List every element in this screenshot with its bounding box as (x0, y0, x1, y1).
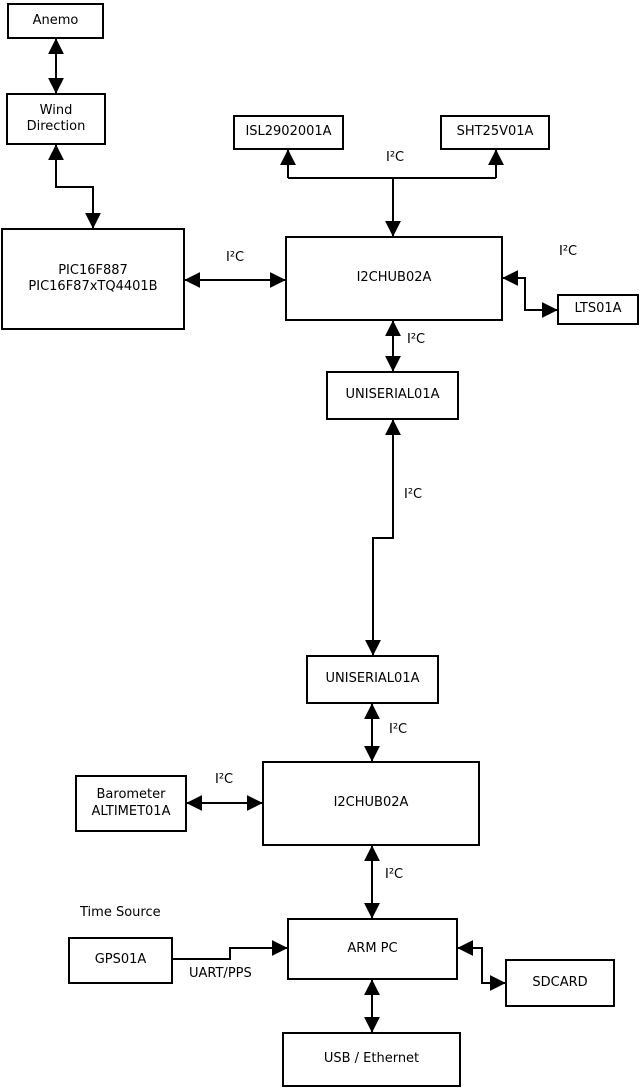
edge-uniserial1-uniserial2 (365, 419, 401, 656)
node-i2chub02a-upper: I2CHUB02A (285, 236, 503, 321)
node-wind-direction: Wind Direction (6, 93, 106, 145)
node-arm-pc-label: ARM PC (347, 940, 398, 956)
node-barometer-altimet01a-label: Barometer ALTIMET01A (91, 787, 171, 819)
node-lts01a: LTS01A (557, 294, 639, 325)
edge-armpc-sdcard (457, 940, 506, 991)
node-isl2902001a: ISL2902001A (233, 115, 344, 150)
node-sdcard-label: SDCARD (532, 974, 588, 990)
node-lts01a-label: LTS01A (574, 301, 622, 317)
node-usb-ethernet-label: USB / Ethernet (323, 1051, 420, 1067)
edge-gps-armpc (173, 940, 288, 960)
node-usb-ethernet: USB / Ethernet (282, 1032, 461, 1087)
label-time-source: Time Source (80, 905, 161, 920)
node-anemo: Anemo (7, 3, 104, 39)
label-i2c-hub1-uniserial1: I²C (407, 332, 426, 347)
node-sht25v01a-label: SHT25V01A (456, 124, 534, 140)
node-uniserial01a-upper-label: UNISERIAL01A (345, 387, 440, 403)
label-i2c-barometer-hub2: I²C (215, 772, 234, 787)
node-uniserial01a-lower-label: UNISERIAL01A (325, 671, 420, 687)
node-arm-pc: ARM PC (287, 918, 458, 980)
node-gps01a: GPS01A (68, 937, 173, 984)
node-i2chub02a-upper-label: I2CHUB02A (356, 270, 432, 286)
label-i2c-uniserial-link: I²C (404, 487, 423, 502)
node-anemo-label: Anemo (32, 12, 79, 28)
node-uniserial01a-upper: UNISERIAL01A (326, 371, 459, 420)
label-i2c-hub2-armpc: I²C (385, 867, 404, 882)
label-i2c-pic-hub1: I²C (226, 250, 245, 265)
node-barometer-altimet01a: Barometer ALTIMET01A (75, 775, 187, 832)
node-pic16f887-label: PIC16F887 PIC16F87xTQ4401B (28, 262, 158, 294)
node-gps01a-label: GPS01A (94, 952, 147, 968)
label-uart-pps: UART/PPS (189, 966, 252, 981)
label-i2c-uniserial2-hub2: I²C (389, 722, 408, 737)
node-uniserial01a-lower: UNISERIAL01A (306, 655, 439, 704)
edge-hub1-lts (502, 270, 558, 318)
label-i2c-hub1-lts: I²C (559, 244, 578, 259)
node-isl2902001a-label: ISL2902001A (245, 124, 332, 140)
node-wind-direction-label: Wind Direction (26, 102, 86, 134)
node-sdcard: SDCARD (505, 959, 615, 1007)
node-pic16f887: PIC16F887 PIC16F87xTQ4401B (1, 228, 185, 330)
node-i2chub02a-lower: I2CHUB02A (262, 761, 480, 846)
node-sht25v01a: SHT25V01A (440, 115, 550, 150)
label-i2c-sensors-bus: I²C (386, 150, 405, 165)
edge-winddirection-pic (48, 144, 101, 229)
node-i2chub02a-lower-label: I2CHUB02A (333, 795, 409, 811)
